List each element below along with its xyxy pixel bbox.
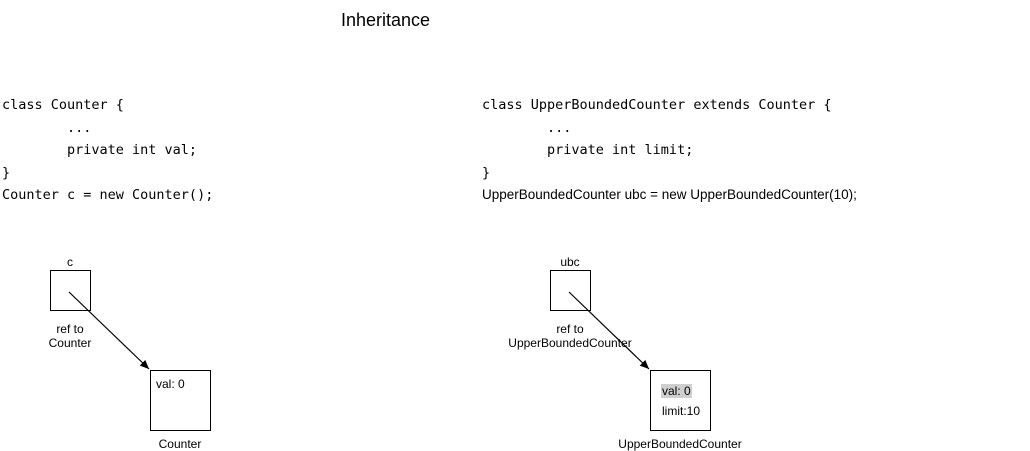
instantiation-line: UpperBoundedCounter ubc = new UpperBound…: [482, 187, 857, 202]
upper-bounded-counter-class-code: class UpperBoundedCounter extends Counte…: [482, 94, 857, 207]
code-line: }: [2, 164, 11, 181]
reference-box-ubc: [550, 270, 591, 311]
code-line: private int val;: [2, 142, 198, 158]
ref-caption: ref to UpperBoundedCounter: [500, 322, 640, 350]
inherited-field-highlight: val: 0: [661, 384, 692, 398]
code-line: }: [482, 164, 491, 181]
reference-box-c: [50, 270, 91, 311]
code-line: ...: [482, 119, 572, 136]
ref-caption-line: UpperBoundedCounter: [508, 336, 632, 350]
code-line: ...: [2, 119, 92, 136]
ref-caption-line: Counter: [48, 336, 92, 350]
diagram-title: Inheritance: [341, 10, 431, 30]
counter-object-box: [150, 370, 211, 431]
code-line: class UpperBoundedCounter extends Counte…: [482, 97, 832, 113]
ref-caption: ref to Counter: [30, 322, 110, 350]
object-field-val: val: 0: [156, 377, 185, 391]
code-line: class Counter {: [2, 97, 124, 113]
code-line: private int limit;: [482, 142, 694, 158]
object-caption: UpperBoundedCounter: [618, 437, 742, 451]
ref-variable-name: ubc: [560, 255, 580, 269]
code-line: Counter c = new Counter();: [2, 187, 214, 203]
object-caption: Counter: [158, 437, 202, 451]
upper-bounded-counter-object-box: [650, 370, 711, 431]
ref-caption-line: ref to: [56, 322, 84, 336]
ref-caption-line: ref to: [556, 322, 584, 336]
object-field-limit: limit:10: [662, 404, 701, 418]
ref-variable-name: c: [67, 255, 73, 269]
inherited-field-val: val: 0: [661, 384, 692, 398]
counter-class-code: class Counter { ... private int val;} Cou…: [2, 94, 213, 207]
